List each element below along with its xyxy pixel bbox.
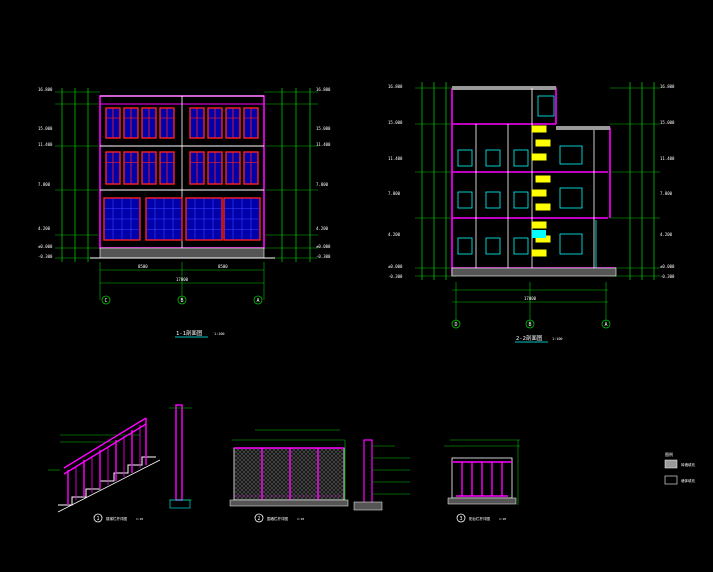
legend-swatch <box>664 475 678 485</box>
axis-label: D <box>454 322 457 328</box>
dimension-label: 8500 <box>138 264 148 269</box>
level-label: ±0.000 <box>660 264 675 269</box>
detail-number: 2 <box>257 516 260 522</box>
level-label: 16.800 <box>660 84 675 89</box>
level-label: ±0.000 <box>388 264 403 269</box>
level-label: 4.200 <box>660 232 673 237</box>
level-label: 4.200 <box>316 226 329 231</box>
level-label: ±0.000 <box>38 244 53 249</box>
level-label: 11.400 <box>38 142 53 147</box>
level-label: -0.300 <box>388 274 403 279</box>
level-label: ±0.000 <box>316 244 331 249</box>
legend-swatch <box>664 459 678 469</box>
drawing-scale: 1:100 <box>214 332 225 336</box>
axis-label: B <box>180 298 183 304</box>
detail-scale: 1:20 <box>297 517 304 521</box>
level-label: 4.200 <box>38 226 51 231</box>
level-label: 7.800 <box>660 191 673 196</box>
level-label: 7.800 <box>388 191 401 196</box>
level-label: 15.000 <box>388 120 403 125</box>
dimension-label: 8500 <box>218 264 228 269</box>
detail-title: 楼梯栏杆详图 <box>106 516 127 521</box>
detail-number: 1 <box>96 516 99 522</box>
section-drawing: 16.800 15.000 11.400 7.800 4.200 ±0.000 … <box>388 82 675 343</box>
legend-title: 图例 <box>665 451 673 457</box>
level-label: -0.300 <box>38 254 53 259</box>
level-label: 15.000 <box>316 126 331 131</box>
level-label: 16.800 <box>316 87 331 92</box>
detail-stair-railing: 1 楼梯栏杆详图 1:20 <box>48 404 192 523</box>
detail-fence: 2 围墙栏杆详图 1:20 <box>229 429 410 523</box>
level-label: 11.400 <box>316 142 331 147</box>
dimension-label: 17000 <box>176 277 189 282</box>
level-label: -0.300 <box>660 274 675 279</box>
axis-label: C <box>104 298 107 304</box>
level-label: 15.000 <box>38 126 53 131</box>
drawing-title: 2-2剖面图 <box>516 334 543 342</box>
detail-number: 3 <box>459 516 462 522</box>
detail-title: 阳台栏杆详图 <box>469 516 490 521</box>
detail-scale: 1:20 <box>499 517 506 521</box>
drawing-scale: 1:100 <box>552 337 563 341</box>
dimension-label: 17000 <box>524 296 537 301</box>
level-label: 11.400 <box>660 156 675 161</box>
level-label: 16.800 <box>38 87 53 92</box>
level-label: 15.000 <box>660 120 675 125</box>
drawing-title: 1-1剖面图 <box>176 329 203 337</box>
legend-item-label: 砖墙填充 <box>681 462 695 467</box>
detail-scale: 1:20 <box>136 517 143 521</box>
level-label: 4.200 <box>388 232 401 237</box>
level-label: 7.800 <box>38 182 51 187</box>
level-label: 7.800 <box>316 182 329 187</box>
level-label: 11.400 <box>388 156 403 161</box>
legend: 图例 砖墙填充 墙体填充 <box>664 451 695 485</box>
axis-label: A <box>604 322 607 328</box>
axis-label: B <box>528 322 531 328</box>
axis-label: A <box>256 298 259 304</box>
front-elevation: 16.800 15.000 11.400 7.800 4.200 ±0.000 … <box>38 87 331 338</box>
level-label: -0.300 <box>316 254 331 259</box>
detail-balcony-railing: 3 阳台栏杆详图 1:20 <box>444 439 520 523</box>
level-label: 16.800 <box>388 84 403 89</box>
legend-item-label: 墙体填充 <box>681 478 695 483</box>
detail-title: 围墙栏杆详图 <box>267 516 288 521</box>
